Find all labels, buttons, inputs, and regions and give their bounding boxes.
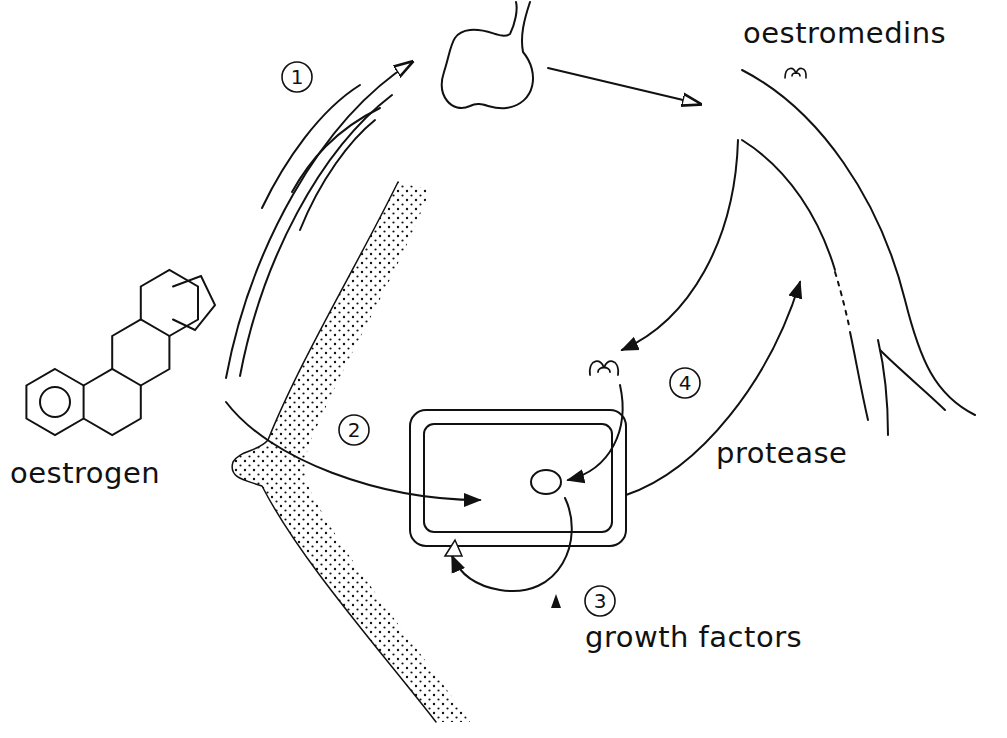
autocrine-arrow (452, 498, 572, 591)
nerve-arrow (226, 62, 412, 378)
part-label: oestrogen (10, 458, 160, 490)
vessel-wall (742, 70, 975, 415)
vessel-wall-dashed (835, 272, 850, 330)
receptor-symbol (445, 540, 462, 556)
nucleus (531, 470, 561, 494)
part-label: oestromedins (743, 18, 946, 50)
nerve-line (292, 108, 380, 192)
callout-circle (282, 62, 312, 92)
steroid-structure (26, 270, 215, 435)
part-label: protease (716, 438, 847, 470)
vessel-wall (742, 140, 835, 270)
callout-circle (339, 415, 369, 445)
callout-number: 4 (673, 372, 697, 394)
callout-circle (585, 586, 615, 616)
vessel-wall (850, 332, 868, 420)
part-label: growth factors (585, 622, 802, 654)
hormone-arrow (622, 140, 738, 350)
oestrogen-arrow (226, 402, 480, 500)
callout-number: 1 (285, 66, 309, 88)
vessel-arrow (548, 68, 700, 104)
callout-number: 3 (588, 590, 612, 612)
breast-outline (232, 182, 436, 722)
growth-factor-symbol (551, 594, 561, 608)
pituitary (442, 2, 533, 108)
callout-circle (670, 368, 700, 398)
callout-number: 2 (342, 419, 366, 441)
oestromedin-symbol (785, 68, 806, 78)
stipple (232, 182, 470, 722)
hormone-arrow (568, 385, 623, 480)
nerve-line (240, 95, 392, 376)
nerve-line (262, 85, 360, 208)
vessel-branch (880, 350, 945, 410)
oestromedin-symbol (590, 361, 618, 375)
cell-membrane-inner (424, 424, 612, 532)
cell-membrane (410, 410, 626, 546)
